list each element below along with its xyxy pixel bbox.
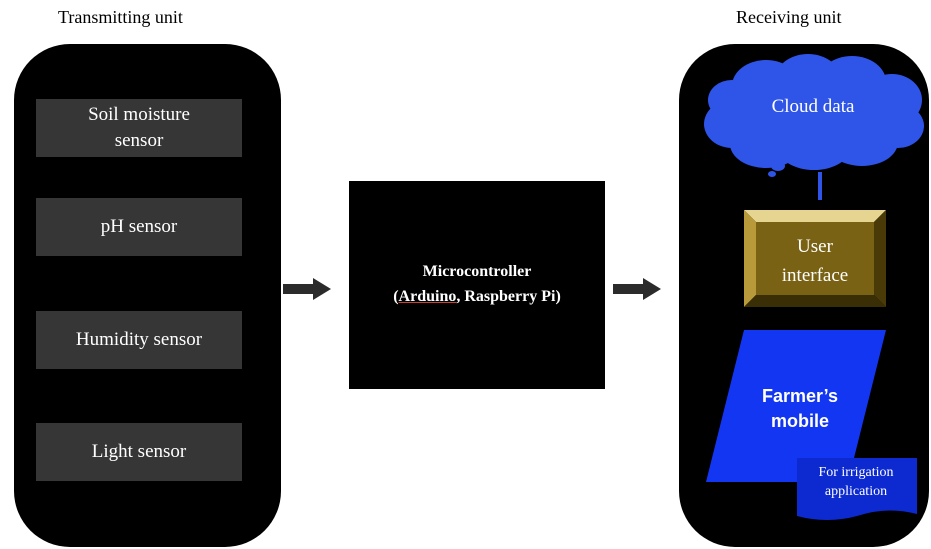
user-interface-box	[744, 210, 886, 307]
sensor-label: Light sensor	[91, 441, 187, 463]
irrigation-application-label: For irrigation application	[818, 465, 894, 499]
arduino-label: Arduino	[398, 288, 457, 305]
soil-moisture-sensor-box: Soil moisture sensor	[36, 99, 242, 157]
ph-sensor-box: pH sensor	[36, 198, 242, 256]
right-arrow-icon	[283, 278, 331, 300]
light-sensor-box: Light sensor	[36, 423, 242, 481]
right-arrow-icon	[613, 278, 661, 300]
farmers-mobile-label: Farmer’s mobile	[761, 386, 839, 432]
transmitting-unit-title: Transmitting unit	[58, 7, 183, 27]
sensor-label: sensor	[114, 130, 164, 151]
farmers-mobile-shape	[706, 330, 886, 482]
cloud-connector-line	[818, 172, 822, 200]
receiving-unit-title: Receiving unit	[736, 7, 842, 27]
sensor-label: Soil moisture	[88, 104, 190, 126]
sensor-label: Humidity sensor	[75, 329, 203, 351]
humidity-sensor-box: Humidity sensor	[36, 311, 242, 369]
irrigation-application-box	[797, 458, 917, 520]
sensor-label: pH sensor	[100, 216, 178, 238]
cloud-data-label: Cloud data	[771, 96, 855, 117]
microcontroller-title: Microcontroller	[422, 263, 532, 281]
microcontroller-box: Microcontroller (Arduino, Raspberry Pi)	[349, 181, 605, 389]
microcontroller-subtitle: (Arduino, Raspberry Pi)	[393, 288, 561, 305]
cloud-icon	[704, 54, 924, 177]
user-interface-label: User interface	[781, 236, 849, 287]
